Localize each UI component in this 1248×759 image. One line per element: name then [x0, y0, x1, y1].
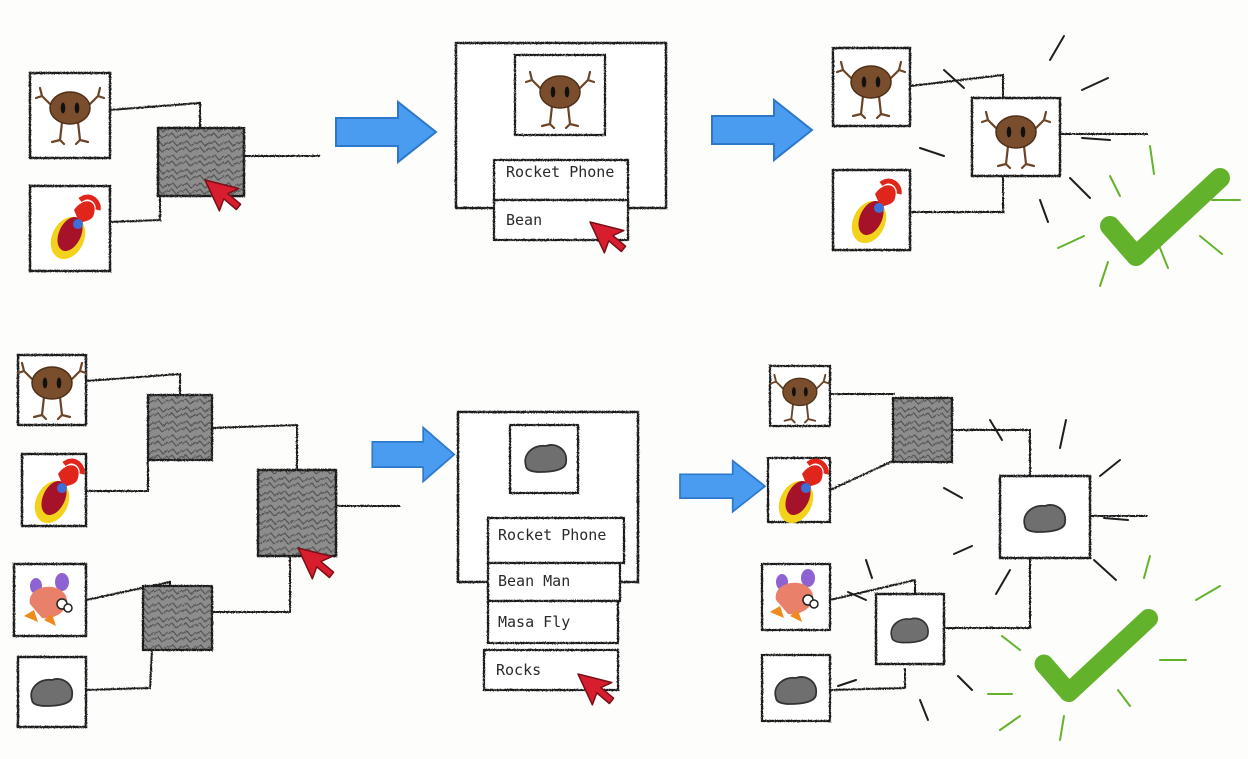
winner-burst	[837, 419, 1129, 721]
check-burst	[987, 555, 1221, 741]
bottom-step-3	[760, 364, 1221, 741]
pencil-lines	[85, 73, 1148, 691]
choice-label: Rocks	[496, 661, 541, 679]
choice-option-rocket-phone[interactable]	[492, 158, 630, 202]
top-step-3	[831, 35, 1241, 287]
choice-label: Masa Fly	[498, 613, 570, 631]
mystery-slot[interactable]	[146, 393, 214, 462]
top-step-2: Rocket Phone Bean	[454, 41, 668, 260]
right-arrow-icon	[711, 99, 813, 161]
rock-icon	[524, 444, 568, 473]
bottom-step-1	[12, 353, 341, 729]
right-arrow-icon	[371, 426, 456, 483]
mystery-slot[interactable]	[156, 126, 246, 198]
choice-option-masa-fly[interactable]	[486, 599, 620, 645]
rock-icon	[890, 617, 929, 644]
check-icon	[1044, 618, 1149, 692]
rock-icon	[774, 676, 818, 705]
check-burst	[1057, 145, 1241, 287]
check-icon	[1110, 178, 1220, 256]
choice-label: Bean	[506, 211, 542, 229]
choice-label: Rocket Phone	[506, 163, 614, 181]
right-arrow-icon	[335, 101, 437, 163]
winner-burst	[919, 35, 1111, 223]
top-step-1	[28, 71, 248, 273]
mystery-slot[interactable]	[891, 396, 954, 464]
rock-icon	[1023, 504, 1067, 533]
bottom-step-2: Rocket Phone Bean Man Masa Fly Rocks	[456, 410, 640, 712]
choice-option-rocks[interactable]	[482, 648, 620, 692]
choice-label: Rocket Phone	[498, 526, 606, 544]
mystery-slot[interactable]	[141, 584, 214, 652]
rock-icon	[30, 678, 74, 707]
right-arrow-icon	[679, 459, 766, 513]
mystery-final-slot[interactable]	[256, 468, 338, 558]
choice-label: Bean Man	[498, 572, 570, 590]
